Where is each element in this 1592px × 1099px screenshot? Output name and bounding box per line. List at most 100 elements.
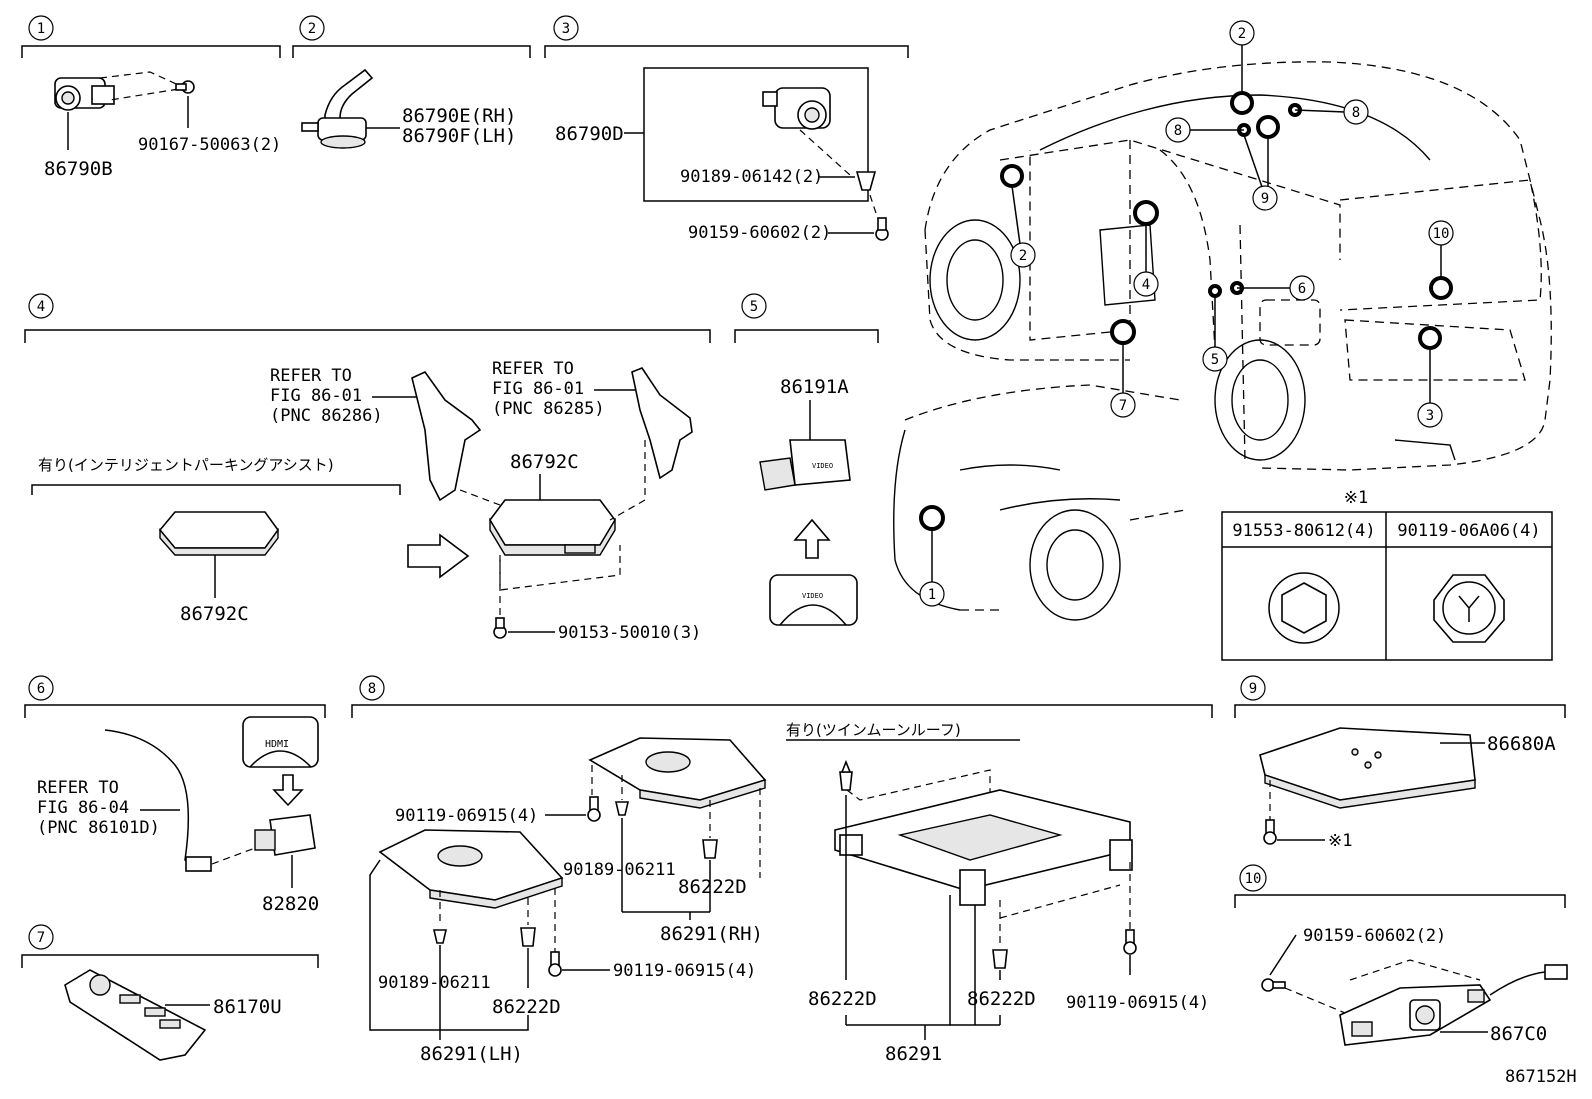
screw-90189-06142-icon: [855, 171, 877, 191]
section-5-badge: [741, 293, 767, 319]
ref-1-line3: (PNC 86286): [270, 406, 383, 426]
bolt-x1-icon: [1263, 819, 1277, 845]
section-1: 1 86790B 90167-50063(2): [21, 15, 281, 180]
car-marker-leaders: [931, 45, 1442, 582]
table-col-1: 91553-80612(4): [1232, 521, 1375, 541]
section-3-bracket: [544, 45, 909, 58]
section-3-badge: [553, 15, 579, 41]
section-9-number: 9: [1249, 681, 1257, 697]
fastener-table: ※1 91553-80612(4) 90119-06A06(4): [1221, 488, 1553, 661]
sensor-86790B-icon: [54, 77, 115, 111]
bracket-left-icon: [411, 370, 482, 502]
car-marker-rings: [919, 91, 1453, 531]
part-86790E-RH: 86790E(RH): [402, 105, 516, 127]
section-6: 6 REFER TO FIG 86-04 (PNC 86101D) HDMI 8…: [24, 675, 326, 915]
part-86680A: 86680A: [1487, 733, 1556, 755]
ref-3-line1: REFER TO: [37, 778, 119, 798]
bolt-90159-icon: [875, 217, 889, 241]
ref-2-line2: FIG 86-01: [492, 379, 584, 399]
part-90189-06211-b: 90189-06211: [378, 973, 491, 993]
marker-3: 3: [1426, 408, 1434, 424]
section-7-badge: [28, 924, 54, 950]
clip-86222D-b-icon: [520, 927, 536, 947]
marker-1: 1: [928, 587, 936, 603]
video-module-label: VIDEO: [812, 462, 833, 470]
section-10: 10 90159-60602(2) 867C0: [1234, 864, 1568, 1046]
section-4-number: 4: [37, 299, 45, 315]
bolt-90119-b-icon: [548, 951, 562, 977]
arrow-up-icon: [793, 518, 831, 559]
section-6-bracket: [24, 704, 326, 718]
ref-3-line2: FIG 86-04: [37, 798, 129, 818]
video-port-icon: VIDEO: [769, 574, 858, 626]
section-7-number: 7: [37, 930, 45, 946]
section-5-number: 5: [750, 299, 758, 315]
bolt-90119-a-icon: [587, 796, 601, 822]
section-5-bracket: [734, 329, 879, 343]
section-2: 2 86790E(RH) 86790F(LH): [292, 15, 531, 149]
part-86170U: 86170U: [213, 996, 282, 1018]
table-col-2: 90119-06A06(4): [1397, 521, 1540, 541]
section-5: 5 86191A VIDEO VIDEO: [734, 293, 879, 626]
ref-1-line1: REFER TO: [270, 366, 352, 386]
part-86790B: 86790B: [44, 158, 113, 180]
part-90119-06915-a: 90119-06915(4): [395, 806, 538, 826]
hdmi-cable-icon: [104, 729, 201, 866]
frame-86291-icon: [834, 789, 1133, 906]
section-3-frame: [643, 67, 869, 202]
marker-8-right: 8: [1352, 105, 1360, 121]
ref-1-line2: FIG 86-01: [270, 386, 362, 406]
part-x1-ref: ※1: [1328, 831, 1352, 851]
bolt-90167-icon: [175, 80, 195, 94]
marker-9: 9: [1261, 191, 1269, 207]
section-10-bracket: [1234, 894, 1566, 908]
marker-2-side: 2: [1019, 248, 1027, 264]
section-10-badge: [1239, 864, 1267, 892]
section-3: 3 86790D 90189-06142(2) 90159-60602(2): [544, 15, 909, 243]
side-camera-86790E-icon: [301, 68, 374, 149]
part-867C0: 867C0: [1490, 1023, 1547, 1045]
arrow-right-icon: [407, 533, 470, 579]
section-9-bracket: [1234, 704, 1566, 718]
section-4-bracket: [24, 329, 711, 343]
part-90159-60602-a: 90159-60602(2): [688, 223, 831, 243]
part-86792C-small: 86792C: [180, 603, 249, 625]
section-2-bracket: [292, 45, 531, 58]
bracket-86291-RH-icon: [588, 737, 767, 809]
rear-camera-867C0-icon: [1339, 964, 1568, 1046]
part-86790D: 86790D: [555, 123, 624, 145]
marker-7: 7: [1119, 398, 1127, 414]
part-86191A: 86191A: [780, 376, 849, 398]
bracket-right-icon: [631, 367, 693, 480]
part-86790F-LH: 86790F(LH): [402, 125, 516, 147]
hdmi-port-icon: HDMI: [242, 716, 319, 768]
part-86291-LH: 86291(LH): [420, 1043, 523, 1065]
y-bolt-icon: [1433, 574, 1505, 643]
part-90189-06142: 90189-06142(2): [680, 167, 823, 187]
ecu-86792C-small-icon: [158, 511, 279, 556]
part-86291: 86291: [885, 1043, 942, 1065]
marker-2-top: 2: [1238, 26, 1246, 42]
ipa-bracket: [31, 484, 401, 495]
marker-5: 5: [1211, 352, 1219, 368]
part-90119-06915-c: 90119-06915(4): [1066, 993, 1209, 1013]
clip-86222D-c-icon: [839, 759, 853, 791]
hdmi-module-82820-icon: [254, 814, 316, 856]
table-mark: ※1: [1344, 488, 1368, 508]
section-8-badge: [359, 675, 385, 701]
bolt-90119-c-icon: [1123, 929, 1137, 955]
part-90189-06211-a: 90189-06211: [563, 860, 676, 880]
marker-6: 6: [1298, 281, 1306, 297]
note-ipa: 有り(インテリジェントパーキングアシスト): [38, 456, 334, 474]
clip-90189-06211-b-icon: [432, 929, 448, 944]
section-4-badge: [28, 293, 54, 319]
section-8-number: 8: [368, 681, 376, 697]
section-6-number: 6: [37, 681, 45, 697]
part-86222D-a: 86222D: [678, 876, 747, 898]
part-86291-RH: 86291(RH): [660, 923, 763, 945]
part-86792C-main: 86792C: [510, 451, 579, 473]
section-2-badge: [299, 15, 325, 41]
section-8-bracket: [351, 704, 1213, 718]
section-9: 9 86680A ※1: [1234, 675, 1566, 851]
